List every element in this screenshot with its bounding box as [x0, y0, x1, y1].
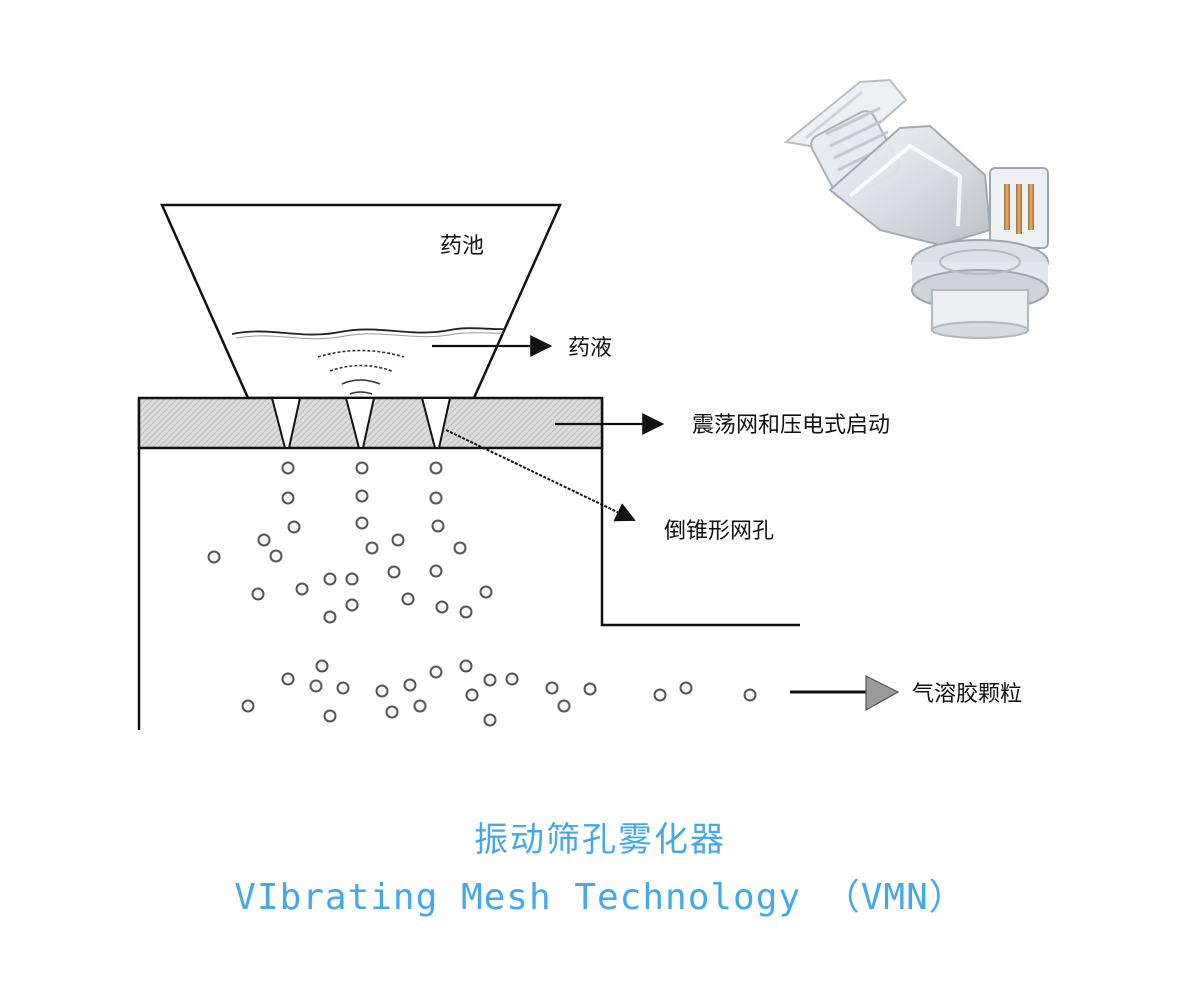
aerosol-particle	[281, 491, 295, 505]
aerosol-particle	[309, 679, 323, 693]
title-english: VIbrating Mesh Technology （VMN）	[234, 877, 966, 918]
aerosol-arrow	[790, 675, 900, 712]
aerosol-particle	[557, 699, 571, 713]
aerosol-particle	[241, 699, 255, 713]
aerosol-particle	[323, 572, 337, 586]
aerosol-particle	[391, 533, 405, 547]
aerosol-particle	[387, 565, 401, 579]
aerosol-particle	[323, 610, 337, 624]
aerosol-particle	[429, 461, 443, 475]
aerosol-particle	[465, 688, 479, 702]
aerosol-particle	[505, 672, 519, 686]
aerosol-particle	[375, 684, 389, 698]
aerosol-particle	[483, 713, 497, 727]
aerosol-label: 气溶胶颗粒	[912, 682, 1022, 707]
aerosol-particle	[385, 705, 399, 719]
aerosol-particle	[269, 549, 283, 563]
mesh-label: 震荡网和压电式启动	[692, 413, 890, 438]
holes-label: 倒锥形网孔	[664, 519, 774, 544]
aerosol-particle	[743, 688, 757, 702]
title-chinese: 振动筛孔雾化器	[474, 820, 726, 860]
aerosol-particle	[429, 564, 443, 578]
aerosol-particle	[355, 461, 369, 475]
aerosol-particle	[653, 688, 667, 702]
aerosol-particle	[323, 709, 337, 723]
aerosol-particle	[207, 550, 221, 564]
aerosol-particle	[483, 673, 497, 687]
aerosol-particle	[365, 541, 379, 555]
aerosol-particle	[401, 592, 415, 606]
aerosol-particle	[429, 491, 443, 505]
aerosol-particle	[459, 605, 473, 619]
aerosol-particle	[431, 519, 445, 533]
aerosol-particle	[281, 461, 295, 475]
aerosol-particle	[429, 665, 443, 679]
holes-arrow	[445, 429, 636, 522]
liquid-label: 药液	[568, 336, 612, 361]
aerosol-particle	[355, 516, 369, 530]
aerosol-particle	[281, 672, 295, 686]
aerosol-particle	[315, 659, 329, 673]
aerosol-particle	[355, 489, 369, 503]
aerosol-particle	[583, 682, 597, 696]
aerosol-particle	[257, 533, 271, 547]
aerosol-particle	[403, 678, 417, 692]
chamber	[137, 398, 800, 730]
aerosol-particles	[207, 461, 757, 727]
aerosol-particle	[679, 681, 693, 695]
aerosol-particle	[345, 572, 359, 586]
aerosol-particle	[459, 659, 473, 673]
reservoir-label: 药池	[440, 234, 484, 259]
aerosol-particle	[453, 541, 467, 555]
reservoir	[160, 203, 562, 400]
aerosol-particle	[251, 587, 265, 601]
vibrating-mesh-plate	[137, 396, 604, 450]
aerosol-particle	[287, 520, 301, 534]
vibration-waves	[317, 349, 405, 395]
aerosol-particle	[345, 598, 359, 612]
liquid-surface	[231, 327, 506, 336]
liquid-surface-shadow	[235, 332, 504, 340]
nebulizer-device-image	[783, 78, 1049, 339]
aerosol-particle	[479, 585, 493, 599]
aerosol-particle	[435, 600, 449, 614]
aerosol-particle	[413, 699, 427, 713]
aerosol-particle	[295, 582, 309, 596]
aerosol-particle	[545, 681, 559, 695]
aerosol-particle	[336, 681, 350, 695]
